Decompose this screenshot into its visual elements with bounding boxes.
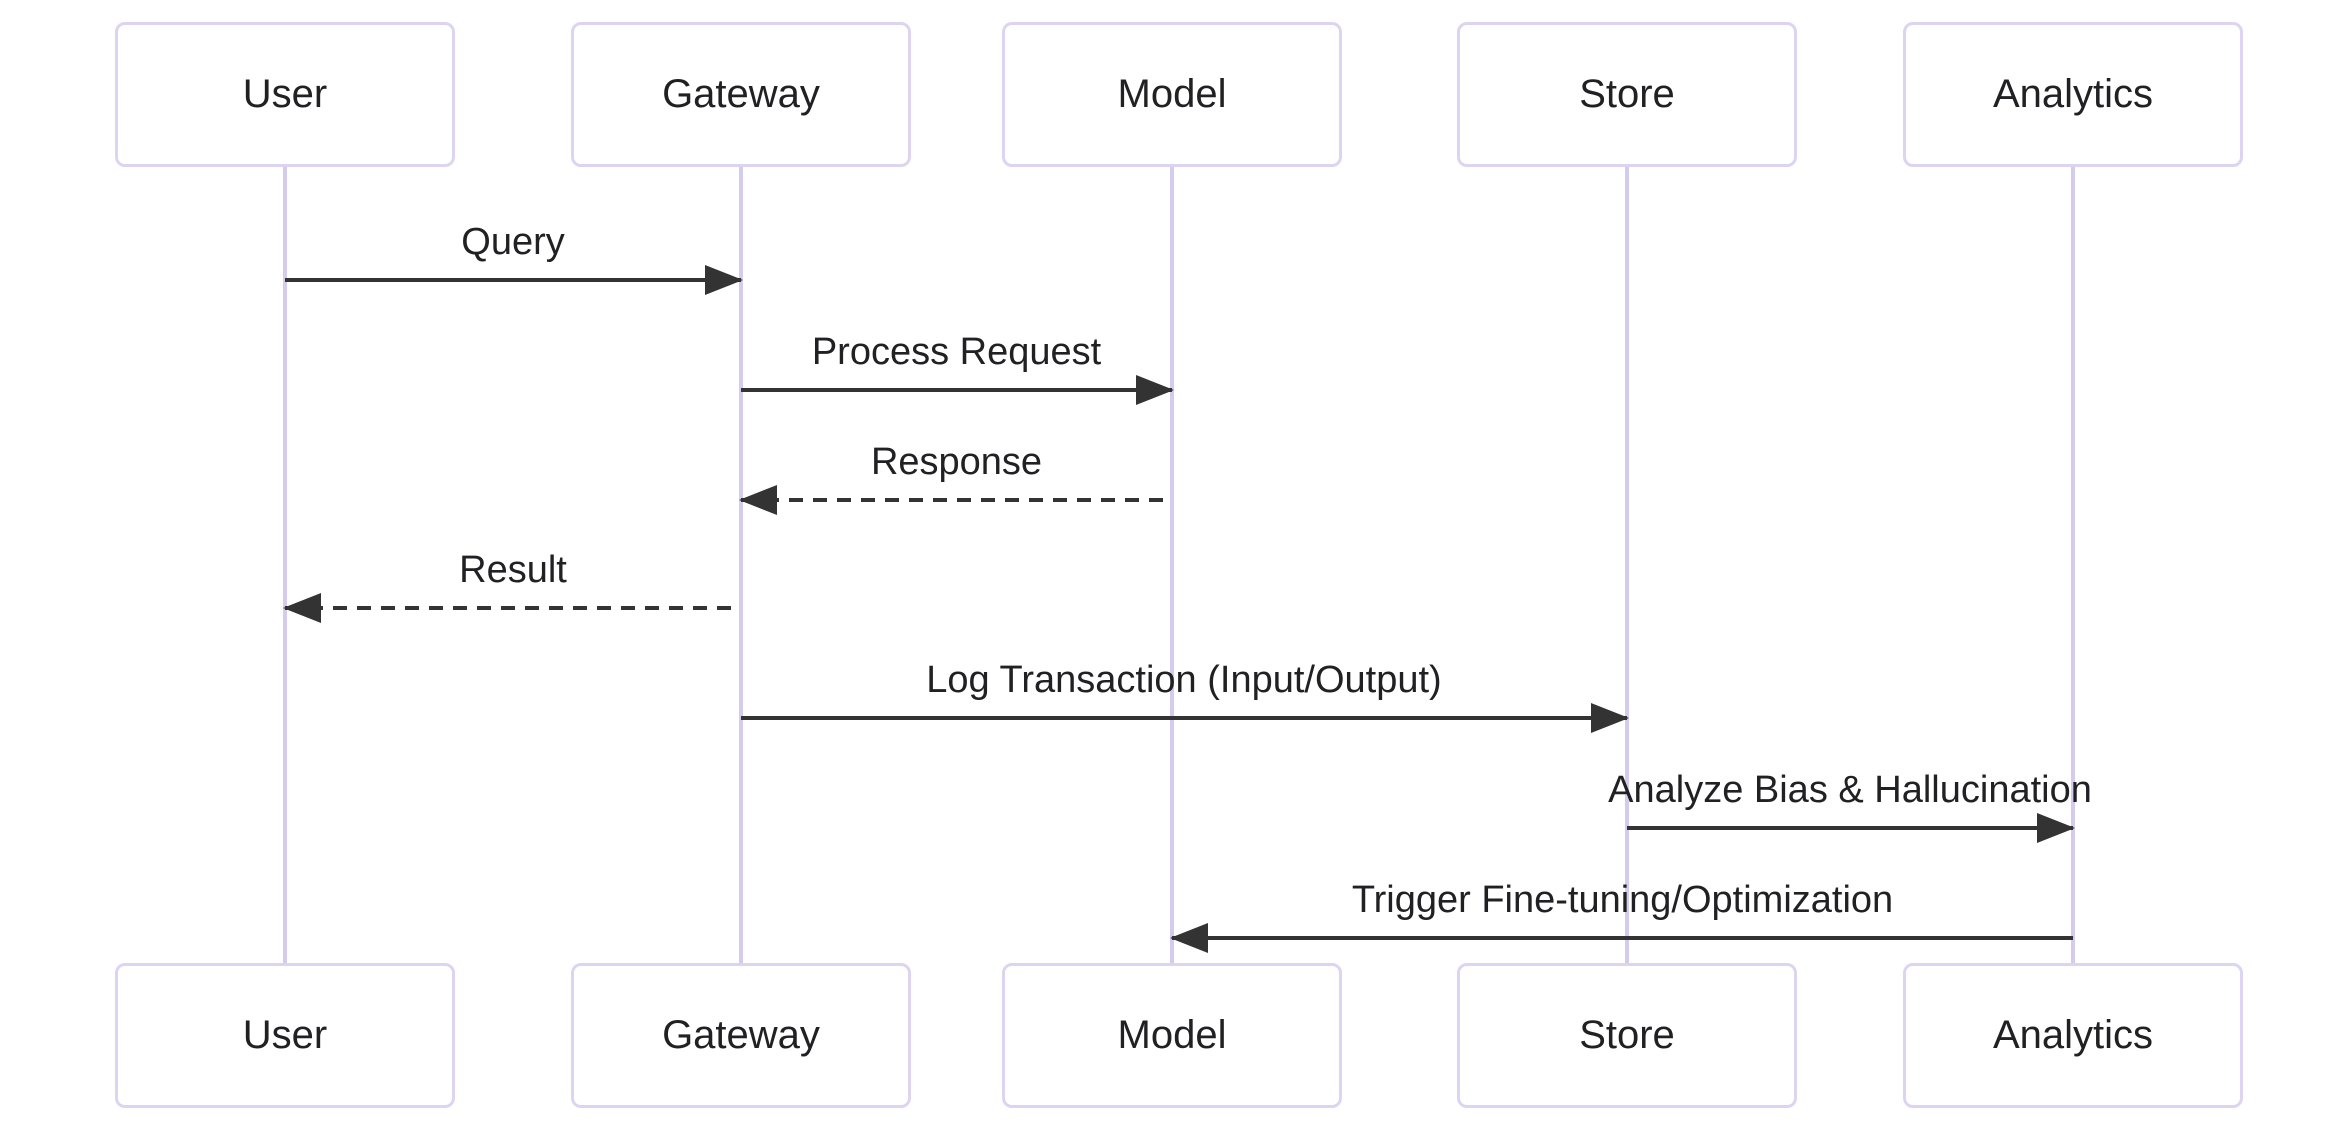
arrowhead-left-icon: [1170, 923, 1208, 953]
arrowhead-right-icon: [2037, 813, 2075, 843]
actor-label-gateway: Gateway: [662, 72, 820, 116]
message-line: [741, 716, 1627, 720]
lifeline-gateway: [739, 167, 743, 965]
actor-label-store: Store: [1579, 72, 1675, 116]
actor-bottom-gateway: Gateway: [571, 963, 911, 1108]
lifeline-analytics: [2071, 167, 2075, 965]
arrowhead-left-icon: [739, 485, 777, 515]
actor-label-analytics: Analytics: [1992, 72, 2154, 116]
message-line: [741, 498, 1172, 502]
arrowhead-right-icon: [705, 265, 743, 295]
actor-label-gateway: Gateway: [662, 1013, 820, 1057]
message-label: Response: [870, 441, 1043, 483]
actor-top-user: User: [115, 22, 455, 167]
actor-label-user: User: [242, 1013, 328, 1057]
message-label: Result: [459, 549, 567, 591]
message-line: [1627, 826, 2073, 830]
actor-top-model: Model: [1002, 22, 1342, 167]
message-line: [285, 606, 741, 610]
message-line: [741, 388, 1172, 392]
message-label: Query: [461, 221, 565, 263]
message-label: Trigger Fine-tuning/Optimization: [1351, 879, 1894, 921]
message-line: [285, 278, 741, 282]
lifeline-model: [1170, 167, 1174, 965]
actor-label-model: Model: [1117, 1013, 1227, 1057]
actor-top-store: Store: [1457, 22, 1797, 167]
actor-top-analytics: Analytics: [1903, 22, 2243, 167]
message-label: Process Request: [811, 331, 1102, 373]
message-label: Analyze Bias & Hallucination: [1608, 769, 2092, 811]
lifeline-user: [283, 167, 287, 965]
actor-bottom-store: Store: [1457, 963, 1797, 1108]
actor-bottom-user: User: [115, 963, 455, 1108]
actor-bottom-analytics: Analytics: [1903, 963, 2243, 1108]
actor-label-user: User: [242, 72, 328, 116]
actor-bottom-model: Model: [1002, 963, 1342, 1108]
actor-top-gateway: Gateway: [571, 22, 911, 167]
message-label: Log Transaction (Input/Output): [926, 659, 1442, 701]
lifeline-store: [1625, 167, 1629, 965]
message-line: [1172, 936, 2073, 940]
actor-label-analytics: Analytics: [1992, 1013, 2154, 1057]
actor-label-store: Store: [1579, 1013, 1675, 1057]
arrowhead-right-icon: [1591, 703, 1629, 733]
arrowhead-left-icon: [283, 593, 321, 623]
arrowhead-right-icon: [1136, 375, 1174, 405]
actor-label-model: Model: [1117, 72, 1227, 116]
